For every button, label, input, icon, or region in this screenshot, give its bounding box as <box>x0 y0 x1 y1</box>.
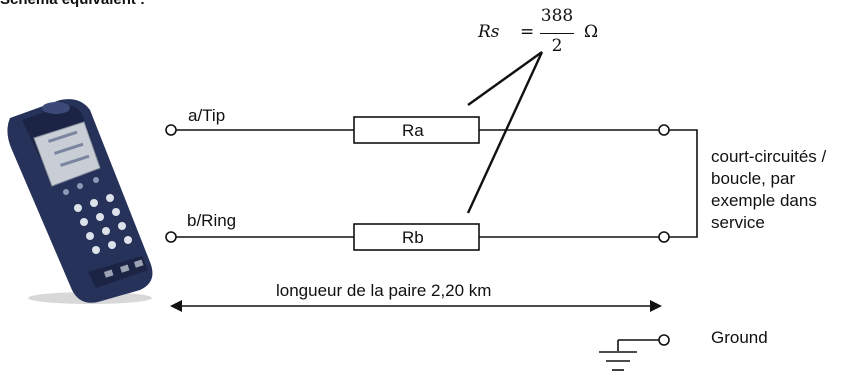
handheld-tester-icon <box>7 99 153 304</box>
fraction-bar <box>540 33 574 34</box>
short-circuit-note: court-circuités / boucle, par exemple da… <box>711 147 827 232</box>
pair-length-label: longueur de la paire 2,20 km <box>276 281 492 300</box>
formula-pointers <box>466 51 544 214</box>
ring-wire <box>165 223 670 251</box>
resistor-rb-label: Rb <box>402 228 424 247</box>
formula-equals: = <box>520 22 535 42</box>
ground-terminal <box>658 334 670 346</box>
resistor-ra <box>353 116 480 144</box>
formula-numerator: 388 <box>540 6 574 26</box>
tip-label: a/Tip <box>188 106 226 125</box>
ring-label: b/Ring <box>187 211 237 230</box>
ring-far-terminal <box>658 231 670 243</box>
length-arrow <box>170 300 662 312</box>
formula-lhs: Rs <box>478 22 500 42</box>
short-circuit-bracket <box>669 129 698 238</box>
ground-symbol <box>599 334 670 371</box>
ground-label: Ground <box>711 328 768 347</box>
diagram-heading: Schéma équivalent : <box>0 0 145 8</box>
tip-wire <box>165 116 670 144</box>
formula-denominator: 2 <box>551 36 563 56</box>
tip-terminal <box>165 124 177 136</box>
ring-terminal <box>165 231 177 243</box>
formula-unit: Ω <box>584 22 599 42</box>
tip-far-terminal <box>658 124 670 136</box>
resistor-ra-label: Ra <box>402 121 424 140</box>
